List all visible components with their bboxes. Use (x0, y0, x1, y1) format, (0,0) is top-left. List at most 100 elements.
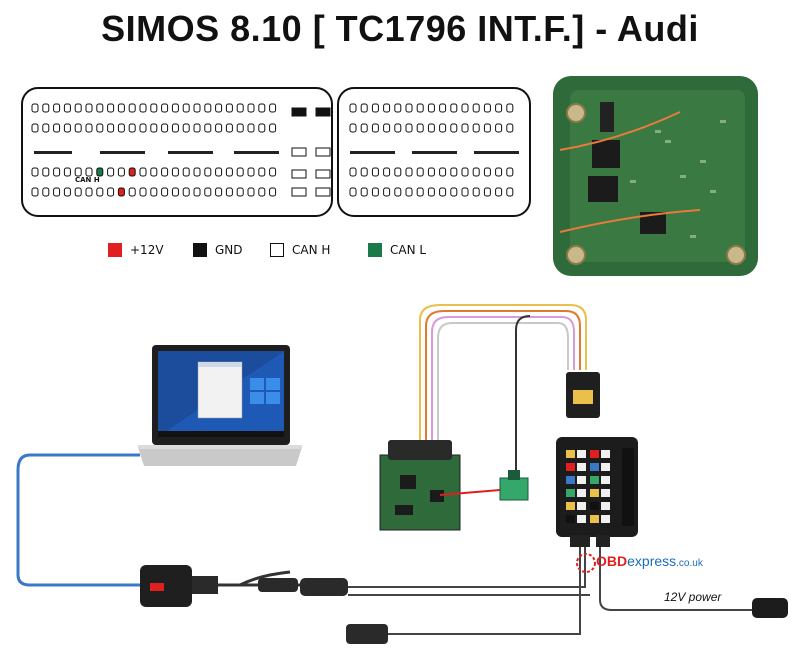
connector-pin (472, 187, 480, 197)
connector-pin (439, 103, 447, 113)
connector-wide-pin (315, 169, 331, 179)
connector-pin (31, 103, 39, 113)
connector-pin (204, 123, 212, 133)
connector-pin (63, 167, 71, 177)
connector-pin (236, 167, 244, 177)
connector-pin (193, 187, 201, 197)
connector-pin (74, 187, 82, 197)
usb-cable (16, 453, 140, 587)
connector-pin (247, 103, 255, 113)
breakout-pin (590, 515, 599, 523)
breakout-pin (601, 489, 610, 497)
connector-pin (96, 103, 104, 113)
connector-pin (225, 103, 233, 113)
connector-pin (360, 123, 368, 133)
breakout-pin (601, 502, 610, 510)
connector-pin (182, 103, 190, 113)
legend-item-can-h: CAN H (270, 240, 330, 260)
connector-pin (63, 123, 71, 133)
connector-pin (506, 123, 514, 133)
ecu-board-photo (553, 76, 758, 276)
connector-divider (350, 151, 395, 154)
connector-pin (394, 103, 402, 113)
connector-pin (85, 103, 93, 113)
breakout-pin (590, 476, 599, 484)
connector-pin (461, 167, 469, 177)
legend-swatch-black (193, 243, 207, 257)
power-cable (599, 547, 752, 611)
connector-pin (405, 123, 413, 133)
connector-pin (405, 103, 413, 113)
connector-pin (53, 167, 61, 177)
connector-pin (383, 167, 391, 177)
connector-pin (383, 103, 391, 113)
breakout-pin (566, 489, 575, 497)
connector-pin (171, 187, 179, 197)
connector-pin (427, 187, 435, 197)
connector-pin (371, 187, 379, 197)
breakout-pin (601, 515, 610, 523)
connector-pin (371, 103, 379, 113)
connector-pin (450, 123, 458, 133)
connector-pin (416, 187, 424, 197)
connector-pin (150, 167, 158, 177)
connector-pin (269, 187, 277, 197)
connector-pin (117, 123, 125, 133)
connector-pin (427, 167, 435, 177)
breakout-pin (577, 515, 586, 523)
connector-pin (42, 187, 50, 197)
connector-pin (107, 123, 115, 133)
breakout-pin (577, 450, 586, 458)
connector-pin (193, 167, 201, 177)
breakout-box (556, 372, 638, 547)
connector-pin (161, 103, 169, 113)
connector-pin (506, 187, 514, 197)
connector-pin (225, 167, 233, 177)
connector-pin (394, 187, 402, 197)
connector-pin (461, 123, 469, 133)
connector-pin (107, 103, 115, 113)
connector-pin (150, 123, 158, 133)
connector-pin (360, 103, 368, 113)
breakout-pin (577, 463, 586, 471)
connector-pin (236, 103, 244, 113)
breakout-pin (566, 476, 575, 484)
connector-pin (215, 167, 223, 177)
breakout-pin (601, 450, 610, 458)
connector-pin (349, 187, 357, 197)
connector-pin (439, 123, 447, 133)
breakout-pin (590, 489, 599, 497)
connector-pin (161, 123, 169, 133)
connector-pin (85, 167, 93, 177)
connector-pin (483, 123, 491, 133)
breakout-pin (566, 502, 575, 510)
connector-pin (204, 103, 212, 113)
connector-pin (472, 103, 480, 113)
connector-divider (234, 151, 279, 154)
connector-pin (85, 123, 93, 133)
connector-pin (96, 167, 104, 177)
connector-pin (161, 187, 169, 197)
connector-pin (461, 103, 469, 113)
power-label: 12V power (664, 590, 722, 604)
breakout-pin (601, 463, 610, 471)
connector-pin (450, 167, 458, 177)
obd-connector-2 (346, 624, 388, 644)
connector-pin (31, 187, 39, 197)
connector-pin (161, 167, 169, 177)
connector-pin (461, 187, 469, 197)
connector-pin (74, 167, 82, 177)
connector-pin (117, 103, 125, 113)
obd-connector-1 (300, 578, 348, 596)
connector-divider (168, 151, 213, 154)
ecu-connector (21, 87, 531, 217)
can-h-pin-label: CAN H (75, 176, 100, 184)
connector-pin (150, 103, 158, 113)
connector-pin (42, 123, 50, 133)
legend-swatch-green (368, 243, 382, 257)
connector-pin (258, 167, 266, 177)
connector-pin (182, 187, 190, 197)
connector-pin (53, 103, 61, 113)
connector-divider (474, 151, 519, 154)
connector-pin (107, 187, 115, 197)
